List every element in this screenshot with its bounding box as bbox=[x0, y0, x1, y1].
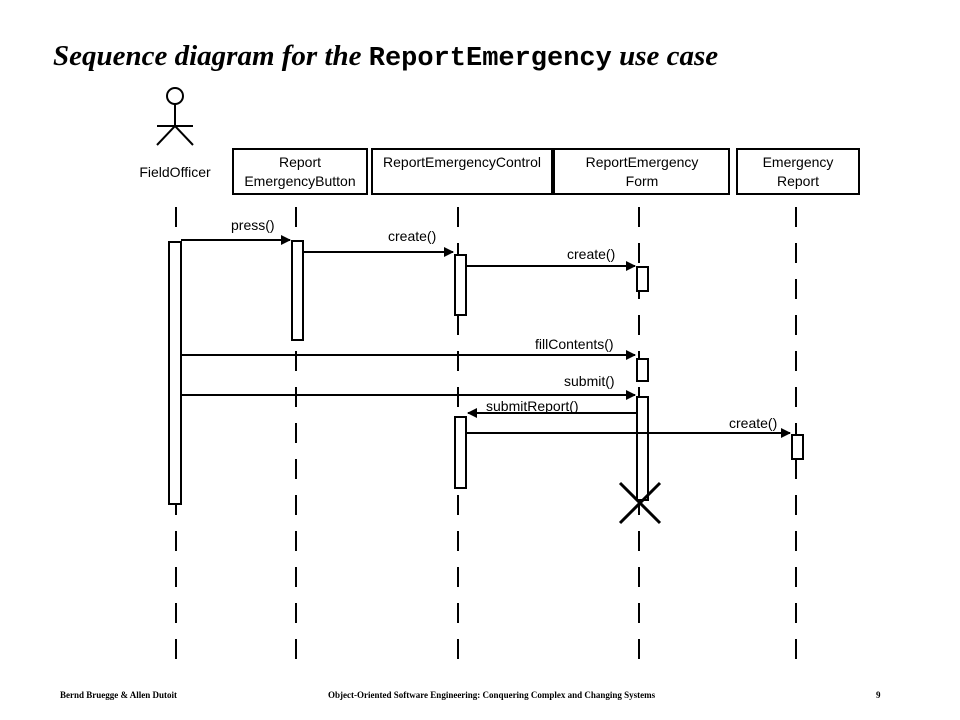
activation-button bbox=[291, 240, 304, 341]
object-report-emergency-control: ReportEmergencyControl bbox=[371, 148, 553, 195]
actor-label: FieldOfficer bbox=[139, 164, 211, 180]
object-label-line1: ReportEmergencyControl bbox=[383, 154, 541, 170]
footer-page-number: 9 bbox=[876, 690, 881, 700]
actor-field-officer: FieldOfficer bbox=[139, 87, 211, 180]
object-label-line1: Emergency bbox=[763, 154, 834, 170]
footer-authors: Bernd Bruegge & Allen Dutoit bbox=[60, 690, 177, 700]
activation-control-2 bbox=[454, 416, 467, 489]
message-label-submit-report: submitReport() bbox=[486, 398, 579, 414]
object-label-line2: Form bbox=[626, 173, 659, 189]
object-emergency-report: Emergency Report bbox=[736, 148, 860, 195]
object-label-line1: ReportEmergency bbox=[586, 154, 699, 170]
object-report-emergency-button: Report EmergencyButton bbox=[232, 148, 368, 195]
destroy-icon bbox=[618, 481, 662, 525]
activation-control-1 bbox=[454, 254, 467, 316]
object-label-line2: EmergencyButton bbox=[244, 173, 355, 189]
message-label-submit: submit() bbox=[564, 373, 615, 389]
activation-form-2 bbox=[636, 358, 649, 382]
footer-book-title: Object-Oriented Software Engineering: Co… bbox=[328, 690, 656, 700]
object-report-emergency-form: ReportEmergency Form bbox=[553, 148, 730, 195]
message-label-press: press() bbox=[231, 217, 275, 233]
message-label-create-control: create() bbox=[388, 228, 436, 244]
message-label-create-form: create() bbox=[567, 246, 615, 262]
page-title: Sequence diagram for the ReportEmergency… bbox=[53, 40, 718, 74]
stick-figure-icon bbox=[156, 87, 194, 146]
activation-form-3 bbox=[636, 396, 649, 501]
activation-form-1 bbox=[636, 266, 649, 292]
message-label-fill-contents: fillContents() bbox=[535, 336, 614, 352]
activation-emergency-report bbox=[791, 434, 804, 460]
object-label-line1: Report bbox=[279, 154, 321, 170]
activation-field-officer bbox=[168, 241, 182, 505]
message-label-create-report: create() bbox=[729, 415, 777, 431]
title-suffix: use case bbox=[611, 40, 719, 72]
title-code: ReportEmergency bbox=[368, 44, 612, 74]
object-label-line2: Report bbox=[777, 173, 819, 189]
title-prefix: Sequence diagram for the bbox=[53, 40, 369, 72]
